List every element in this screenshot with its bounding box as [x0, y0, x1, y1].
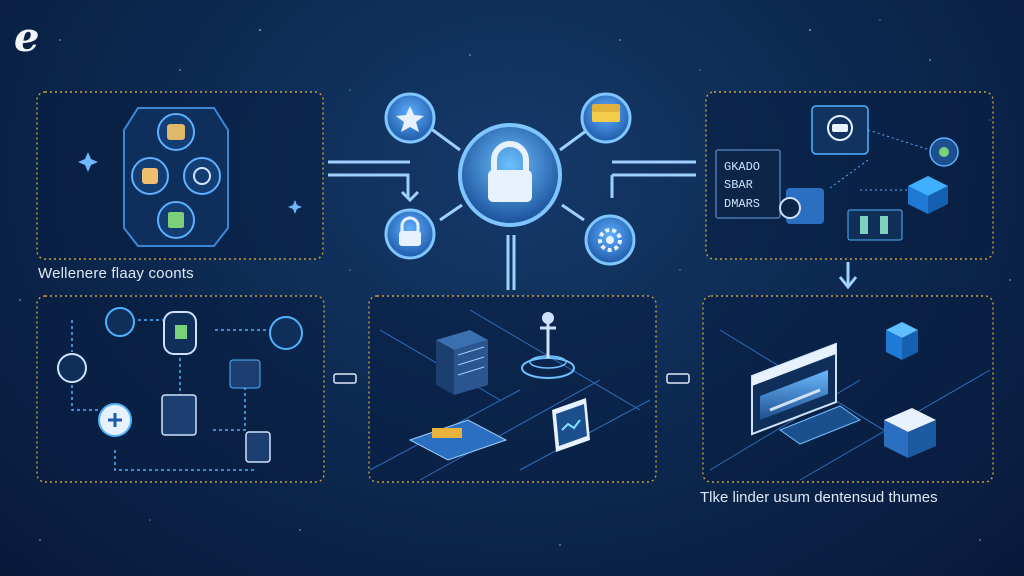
box-icon — [908, 176, 948, 214]
central-hub[interactable] — [458, 123, 562, 227]
link-connector — [666, 373, 690, 384]
smartwatch-icon — [123, 107, 229, 247]
star-node[interactable] — [384, 92, 436, 144]
robot-icon — [811, 105, 869, 155]
network-map-panel[interactable] — [36, 295, 325, 483]
wearables-panel[interactable] — [36, 91, 324, 260]
node-device-icon — [161, 394, 197, 436]
padlock-icon — [399, 216, 421, 246]
top-left-caption: Wellenere flaay coonts — [38, 265, 194, 282]
dotted-links — [829, 129, 931, 191]
server-icon — [436, 330, 488, 395]
svg-text:e: e — [14, 14, 39, 61]
machine-icon — [884, 408, 936, 458]
lock-icon — [488, 141, 532, 202]
browser-panel[interactable] — [702, 295, 994, 483]
browser-window-icon — [751, 342, 862, 445]
link-connector — [333, 373, 357, 384]
brand-logo-icon[interactable]: e — [14, 14, 39, 61]
tablet-icon — [552, 398, 590, 452]
starfield — [19, 19, 1011, 546]
note-line-3: DMARS — [724, 197, 760, 211]
bottom-right-caption: Tlke linder usum dentensud thumes — [700, 489, 938, 506]
note-card: GKADO SBAR DMARS — [715, 149, 781, 219]
connector-lines — [328, 126, 858, 290]
node-chip-icon — [245, 431, 271, 463]
flowchart-icon — [71, 319, 270, 471]
cube-icon — [886, 322, 918, 360]
sparkle-icon — [78, 152, 302, 214]
gear-node[interactable] — [584, 214, 636, 266]
hologram-icon — [521, 312, 575, 379]
gear-icon — [598, 228, 622, 252]
lock-node[interactable] — [384, 208, 436, 260]
sofa-icon — [592, 104, 620, 122]
node-avatar-icon — [57, 353, 87, 383]
building-icon — [847, 209, 903, 241]
laptop-icon — [408, 419, 508, 461]
isometric-devices-panel[interactable] — [368, 295, 657, 483]
node-cube-icon — [229, 359, 261, 389]
sofa-node[interactable] — [580, 92, 632, 144]
camera-icon — [779, 188, 824, 224]
globe-icon — [929, 137, 959, 167]
dashboard-panel[interactable]: GKADO SBAR DMARS — [705, 91, 994, 260]
node-cloud-icon — [105, 307, 135, 337]
node-shield-icon — [269, 316, 303, 350]
note-line-1: GKADO — [724, 160, 760, 174]
star-icon — [396, 106, 424, 132]
note-line-2: SBAR — [724, 178, 753, 192]
